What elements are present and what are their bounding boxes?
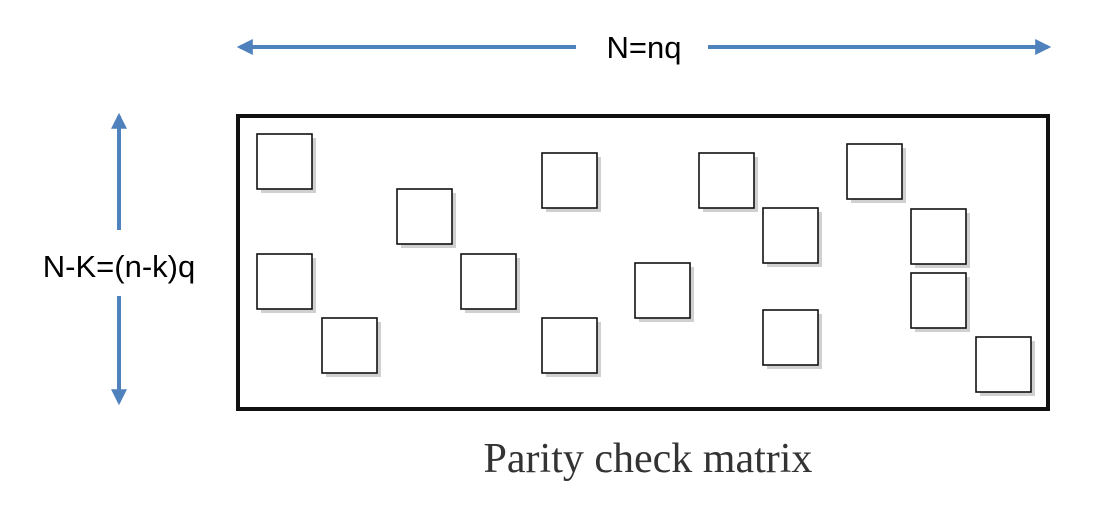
- width-label: N=nq: [607, 30, 682, 65]
- height-label: N-K=(n-k)q: [43, 249, 195, 284]
- matrix-block: [762, 207, 822, 267]
- matrix-blocks: [256, 133, 1035, 396]
- height-dimension-arrow: N-K=(n-k)q: [43, 112, 195, 406]
- matrix-block: [321, 317, 381, 377]
- matrix-block: [541, 152, 601, 212]
- matrix-block: [910, 272, 970, 332]
- matrix-block: [256, 253, 316, 313]
- matrix-block: [634, 262, 694, 322]
- matrix-frame: [236, 114, 1050, 411]
- matrix-block: [846, 143, 906, 203]
- width-dimension-arrow: N=nq: [236, 30, 1052, 65]
- matrix-block: [910, 208, 970, 268]
- matrix-block: [396, 188, 456, 248]
- matrix-block: [460, 253, 520, 313]
- matrix-block: [762, 309, 822, 369]
- diagram-caption: Parity check matrix: [484, 436, 813, 482]
- matrix-block: [975, 336, 1035, 396]
- matrix-block: [541, 317, 601, 377]
- matrix-block: [698, 152, 758, 212]
- matrix-block: [256, 133, 316, 193]
